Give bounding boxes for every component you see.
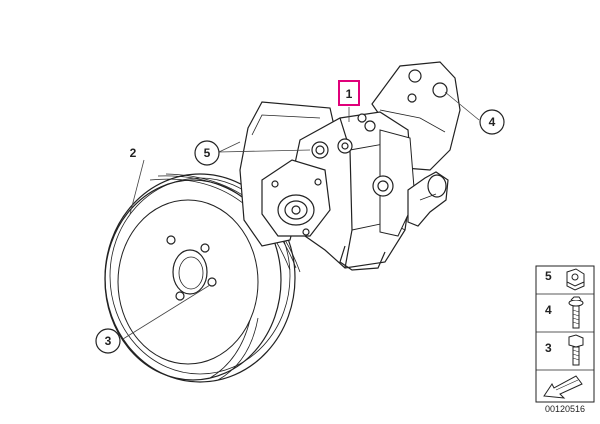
leader-lines (122, 91, 480, 340)
legend-row-5[interactable]: 5 (545, 268, 585, 291)
legend-row-3[interactable]: 3 (545, 334, 584, 366)
callout-5[interactable]: 5 (194, 140, 220, 166)
legend-number: 3 (545, 341, 552, 355)
callout-2-label: 2 (130, 146, 137, 160)
hex-bolt-icon (568, 334, 584, 366)
pump-drawing (239, 61, 461, 271)
callout-4-label: 4 (489, 115, 496, 129)
hex-nut-icon (566, 268, 585, 291)
legend-row-4[interactable]: 4 (545, 296, 584, 329)
flange-bolt-icon (568, 296, 584, 329)
callout-1[interactable]: 1 (338, 80, 360, 106)
direction-arrow-icon (543, 375, 583, 399)
callout-3[interactable]: 3 (95, 328, 121, 354)
diagram-id: 00120516 (545, 404, 585, 414)
callout-2[interactable]: 2 (130, 146, 137, 160)
callout-5-label: 5 (204, 146, 211, 160)
callout-1-label: 1 (346, 87, 353, 101)
hardware-legend: 5 4 3 (535, 265, 595, 403)
legend-number: 4 (545, 303, 552, 317)
legend-number: 5 (545, 269, 552, 283)
callout-4[interactable]: 4 (479, 109, 505, 135)
callout-3-label: 3 (105, 334, 112, 348)
